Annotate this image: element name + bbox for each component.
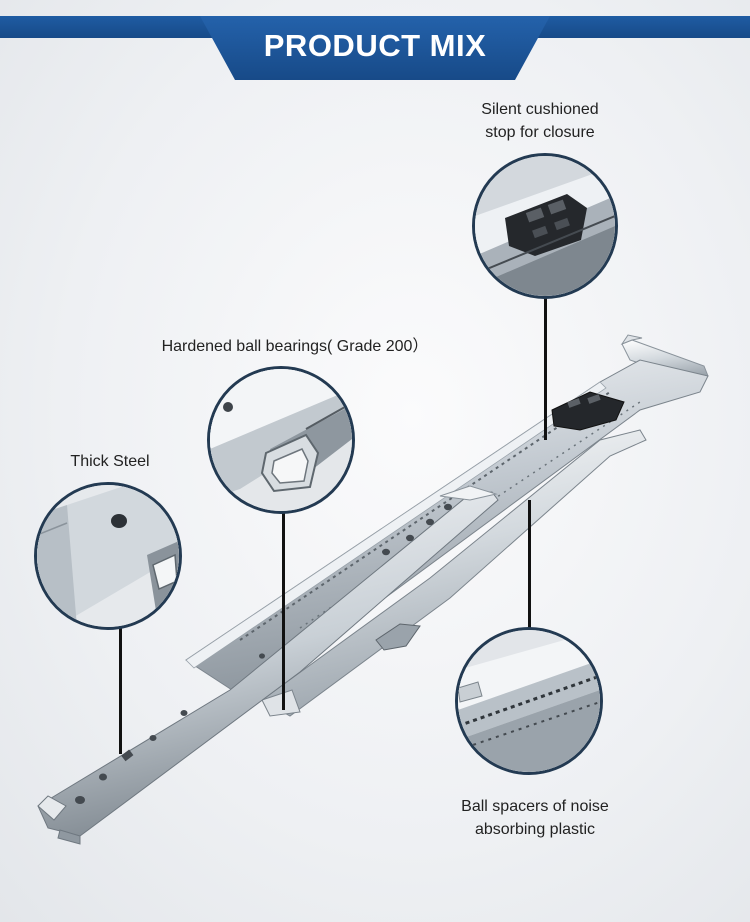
leader-line-closure bbox=[544, 296, 547, 440]
zoom-ball-spacers bbox=[455, 627, 603, 775]
ball-bearings-detail bbox=[210, 369, 352, 511]
leader-line-spacers bbox=[528, 500, 531, 628]
zoom-cushioned-stop bbox=[472, 153, 618, 299]
callout-ball-spacers-line2: absorbing plastic bbox=[474, 821, 596, 838]
callout-cushioned-stop-line2: stop for closure bbox=[485, 124, 595, 141]
leader-line-bearings bbox=[282, 510, 285, 710]
thick-steel-detail bbox=[37, 485, 179, 627]
callout-cushioned-stop: Silent cushioned stop for closure bbox=[455, 98, 625, 144]
ball-spacer-cage bbox=[375, 623, 421, 651]
cushioned-stop-block bbox=[551, 391, 625, 431]
header-tab bbox=[200, 16, 550, 80]
page-title: PRODUCT MIX bbox=[263, 28, 487, 63]
callout-ball-spacers: Ball spacers of noise absorbing plastic bbox=[430, 795, 640, 841]
ball-spacers-detail bbox=[458, 630, 600, 772]
inner-rail bbox=[37, 485, 499, 845]
callout-thick-steel-line1: Thick Steel bbox=[70, 453, 150, 470]
cushioned-stop-detail bbox=[475, 156, 615, 296]
callout-ball-bearings-line1: Hardened ball bearings( Grade 200） bbox=[161, 338, 429, 355]
zoom-thick-steel bbox=[34, 482, 182, 630]
callout-ball-spacers-line1: Ball spacers of noise bbox=[461, 798, 609, 815]
callout-ball-bearings: Hardened ball bearings( Grade 200） bbox=[145, 335, 445, 358]
zoom-ball-bearings bbox=[207, 366, 355, 514]
leader-line-steel bbox=[119, 628, 122, 754]
callout-thick-steel: Thick Steel bbox=[55, 450, 165, 473]
callout-cushioned-stop-line1: Silent cushioned bbox=[481, 101, 599, 118]
